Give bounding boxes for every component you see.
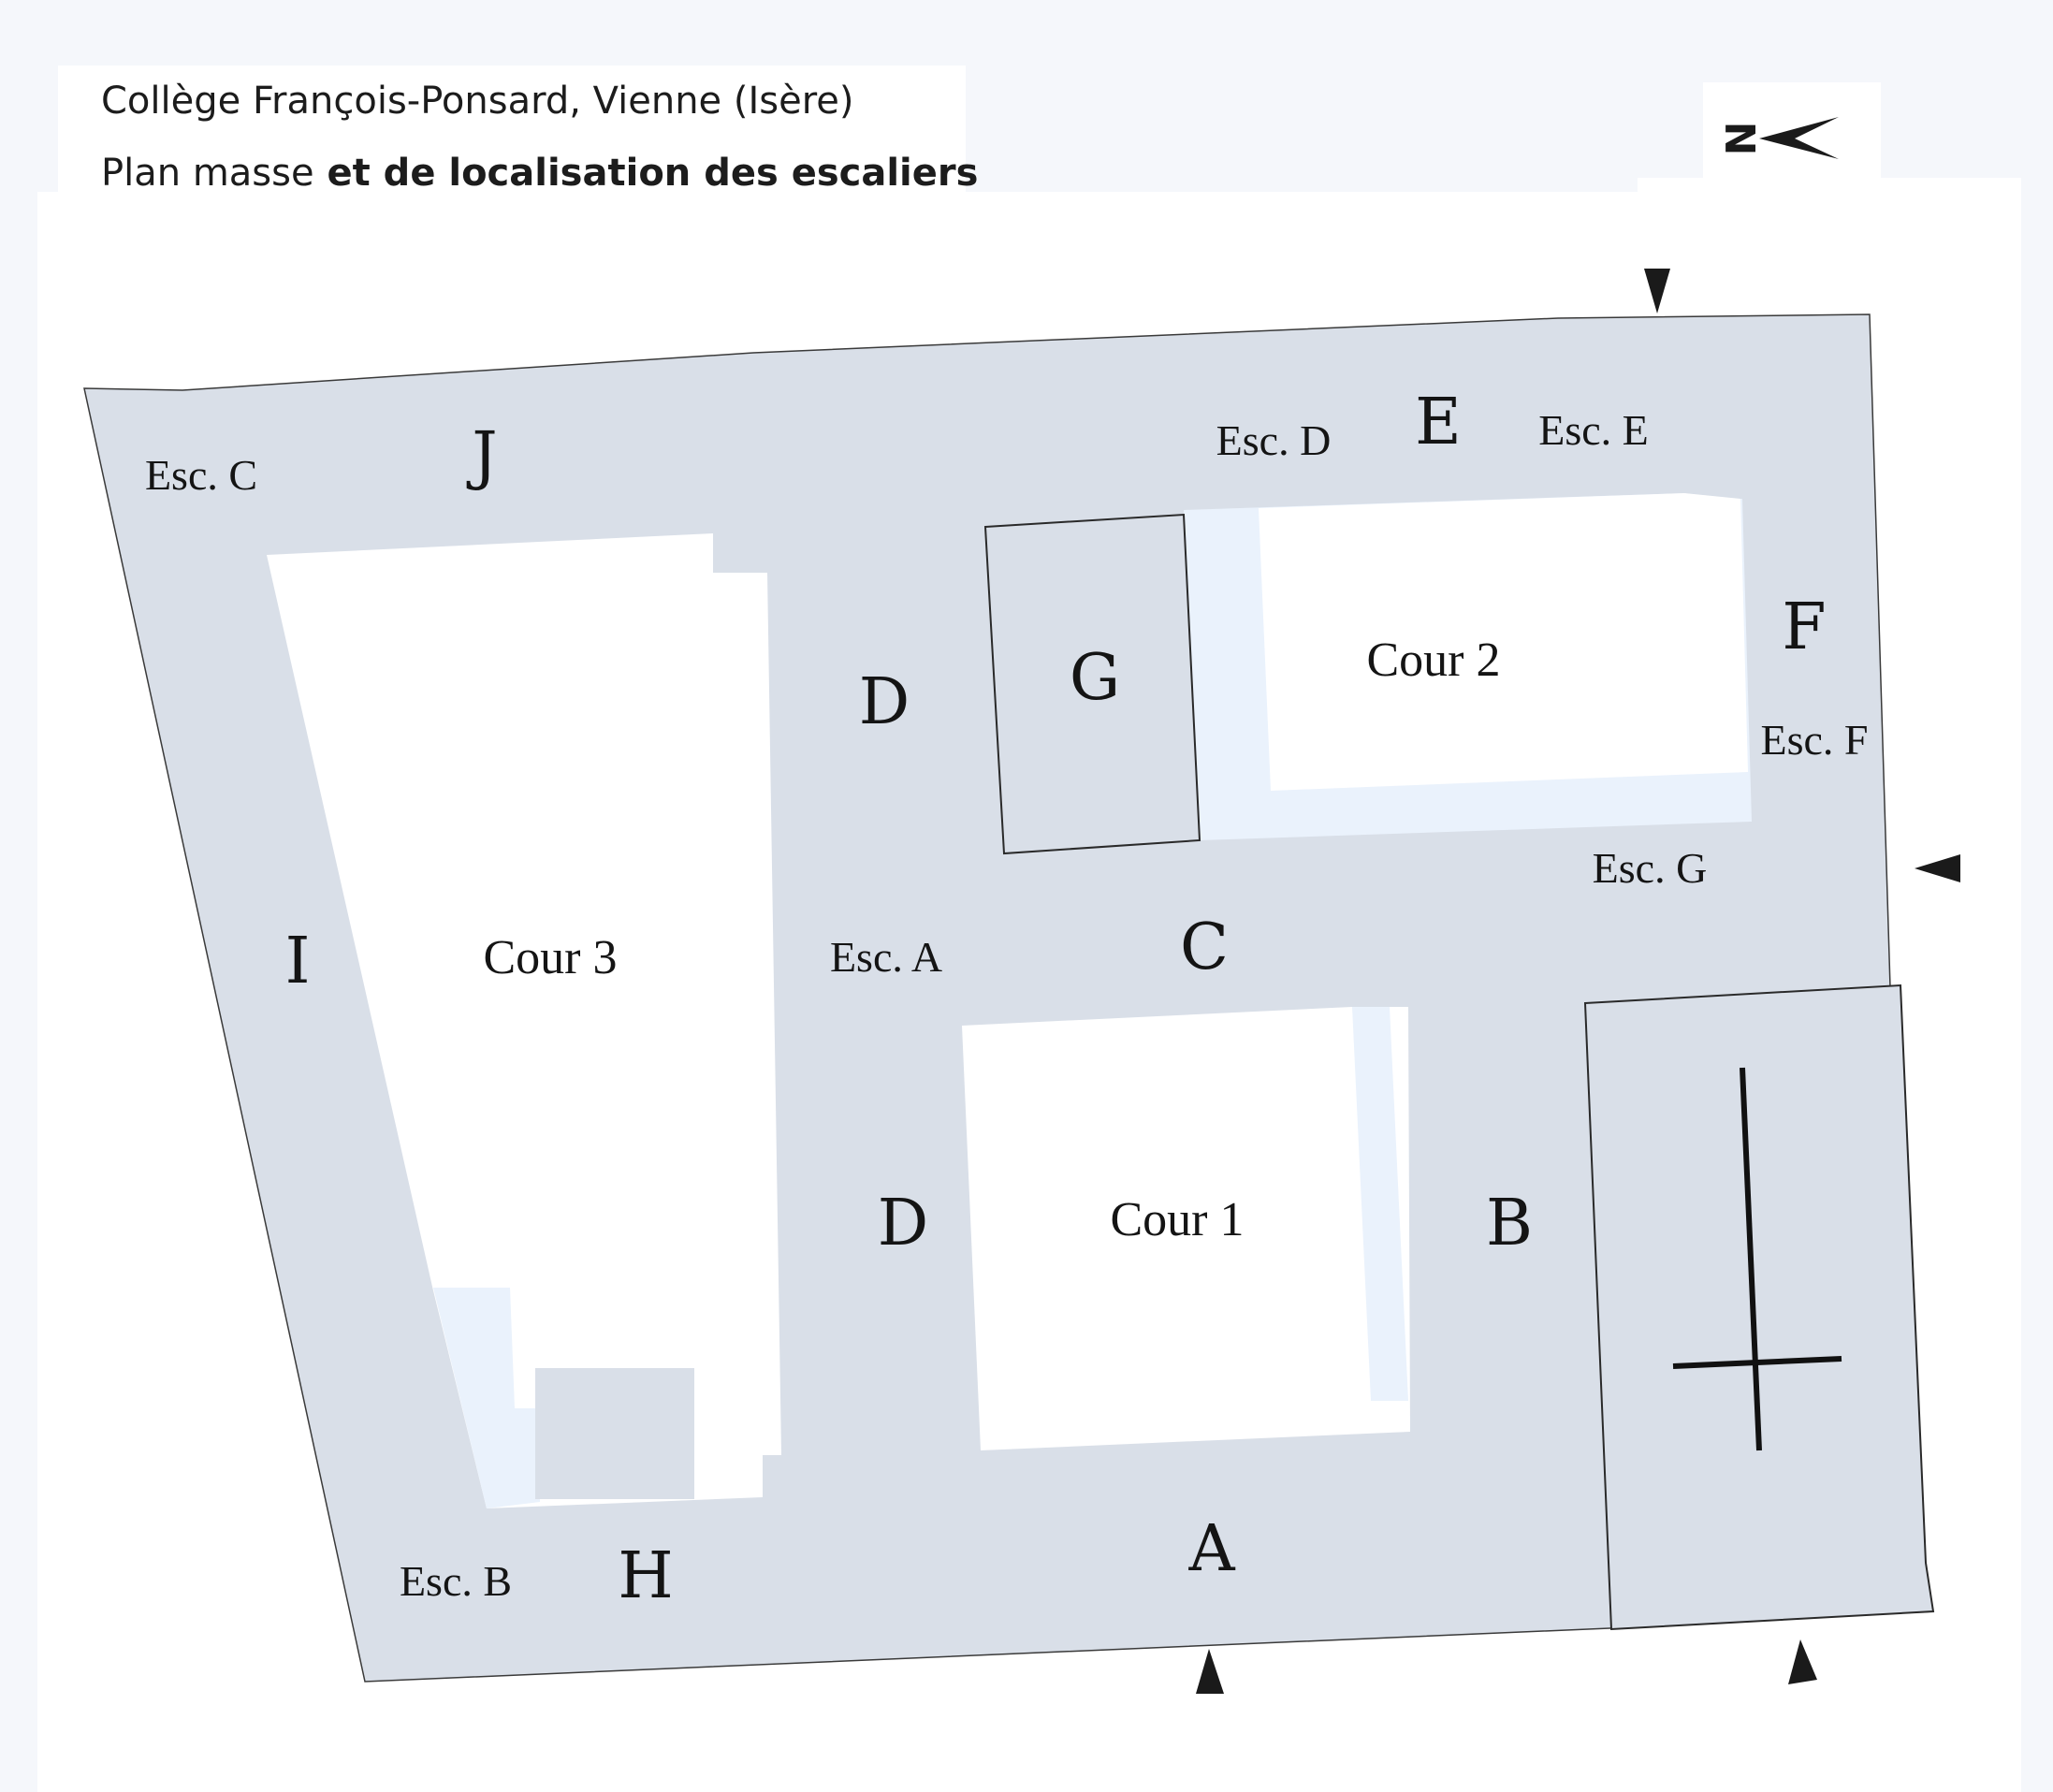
courtyard-3-label: Cour 3 (484, 931, 618, 984)
courtyard-1 (962, 1007, 1410, 1450)
title-panel (58, 66, 966, 239)
building-d-lower-label: D (878, 1187, 929, 1260)
building-j-label: J (466, 419, 497, 493)
staircase-b-label: Esc. B (400, 1557, 512, 1605)
building-f-label: F (1782, 590, 1826, 664)
map-subtitle-regular: Plan masse (101, 152, 314, 195)
courtyard-1-label: Cour 1 (1111, 1193, 1245, 1246)
north-letter: N (1718, 122, 1766, 156)
entrance-arrow-icon (1788, 1639, 1817, 1684)
courtyard-2-label: Cour 2 (1367, 634, 1501, 687)
courtyard-3-block (535, 1368, 694, 1499)
entrance-arrow-icon (1915, 854, 1960, 882)
north-arrow-icon: N (1718, 117, 1839, 159)
building-i-label: I (285, 925, 311, 998)
building-e-label: E (1415, 386, 1462, 459)
map-title: Collège François-Ponsard, Vienne (Isère) (101, 80, 854, 123)
building-c-label: C (1180, 911, 1229, 984)
building-b-label: B (1486, 1187, 1533, 1260)
building-h-label: H (618, 1539, 673, 1613)
map-subtitle: Plan masse et de localisation des escali… (101, 152, 978, 195)
staircase-c-label: Esc. C (145, 451, 257, 499)
building-a-label: A (1187, 1512, 1235, 1586)
building-g-label: G (1070, 641, 1120, 715)
cross-icon (1672, 1067, 1842, 1451)
courtyard-3-annex (433, 1288, 540, 1508)
map-subtitle-bold: et de localisation des escaliers (313, 152, 979, 195)
staircase-a-label: Esc. A (830, 933, 942, 981)
chapel-block (1583, 983, 1935, 1631)
entrance-arrow-icon (1644, 269, 1670, 313)
staircase-e-label: Esc. E (1538, 406, 1649, 454)
staircase-f-label: Esc. F (1761, 716, 1869, 764)
courtyard-3 (267, 533, 781, 1508)
staircase-g-label: Esc. G (1593, 844, 1708, 892)
building-g-outline (983, 513, 1201, 855)
courtyard-1-annex (1352, 1007, 1408, 1401)
building-d-upper-label: D (859, 665, 910, 739)
courtyard-2 (1259, 493, 1748, 791)
entrance-arrow-icon (1196, 1649, 1224, 1694)
staircase-d-label: Esc. D (1216, 416, 1332, 464)
